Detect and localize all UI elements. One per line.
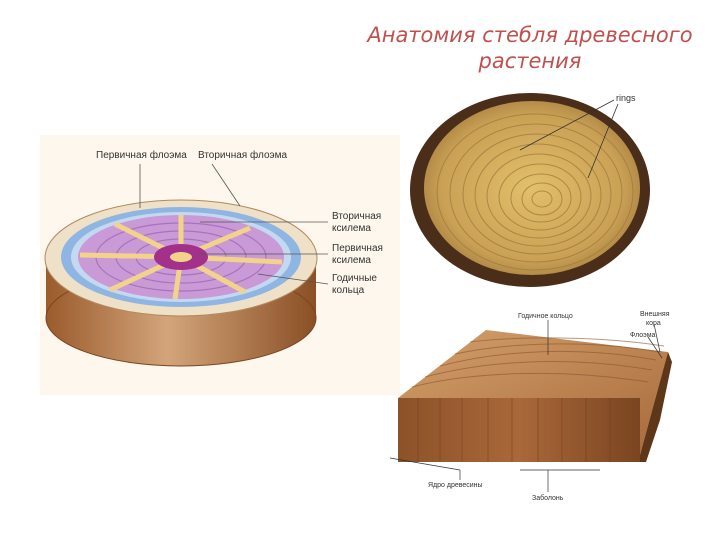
- label-outer-bark-line-1: Внешняя: [640, 311, 670, 318]
- label-heartwood: Ядро древесины: [428, 482, 483, 489]
- label-annual-rings-line-1: Годичные: [332, 273, 377, 284]
- label-secondary-xylem-line-1: Вторичная: [332, 211, 381, 222]
- stem-cross-section-diagram: Первичная флоэма Вторичная флоэма Вторич…: [40, 135, 400, 395]
- label-annual-ring: Годичное кольцо: [518, 313, 573, 320]
- label-primary-xylem-line-1: Первичная: [332, 243, 383, 254]
- label-primary-phloem: Первичная флоэма: [96, 149, 187, 161]
- log-cross-section-photo: rings: [410, 93, 650, 287]
- log-face: [424, 101, 640, 275]
- label-phloem: Флоэма: [630, 332, 656, 339]
- label-secondary-xylem-line-2: ксилема: [332, 223, 371, 234]
- label-primary-xylem-line-2: ксилема: [332, 255, 371, 266]
- wood-block-illustration: Годичное кольцо Внешняя кора Флоэма Ядро…: [390, 311, 672, 502]
- label-secondary-phloem: Вторичная флоэма: [198, 149, 287, 161]
- label-outer-bark-line-2: кора: [646, 320, 661, 327]
- label-annual-rings-line-2: кольца: [332, 285, 365, 296]
- label-sapwood: Заболонь: [532, 494, 564, 502]
- pith: [170, 252, 192, 262]
- label-rings: rings: [616, 93, 636, 103]
- wood-block-front: [398, 398, 640, 462]
